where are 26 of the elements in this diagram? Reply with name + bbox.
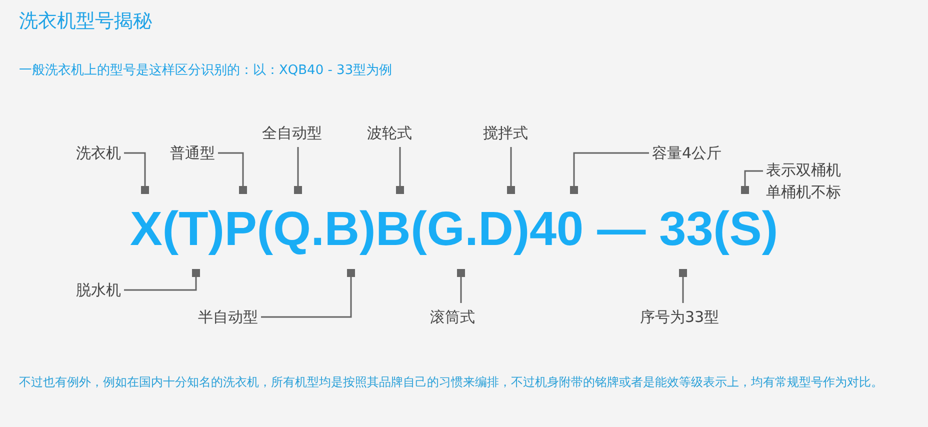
- annotation-text: 容量4公斤: [652, 142, 722, 164]
- footnote: 不过也有例外，例如在国内十分知名的洗衣机，所有机型均是按照其品牌自己的习惯来编排，不过机身附带的铭牌或者是能效等级表示上，均有常规型号作为对比。: [19, 374, 884, 391]
- annotation-text: 全自动型: [262, 122, 322, 144]
- leader-line: [457, 269, 465, 303]
- leader-line: [294, 147, 302, 194]
- annotation-text: 搅拌式: [483, 122, 528, 144]
- annotation-text: 滚筒式: [430, 306, 475, 328]
- title: 洗衣机型号揭秘: [19, 9, 152, 34]
- leader-line: [124, 152, 149, 194]
- leader-line: [570, 152, 649, 194]
- annotation-text: 普通型: [170, 142, 215, 164]
- annotation-text: 表示双桶机单桶机不标: [766, 159, 846, 203]
- leader-line: [741, 170, 763, 194]
- annotation-text: 洗衣机: [76, 142, 121, 164]
- annotation-text: 半自动型: [198, 306, 258, 328]
- model-code: X(T)P(Q.B)B(G.D)40 — 33(S): [130, 200, 778, 260]
- annotation-text: 脱水机: [76, 279, 121, 301]
- leader-line: [218, 152, 247, 194]
- subtitle: 一般洗衣机上的型号是这样区分识别的：以：XQB40 - 33型为例: [19, 62, 392, 79]
- leader-line: [679, 269, 687, 303]
- leader-line: [124, 269, 200, 291]
- leader-line: [261, 269, 355, 318]
- annotation-text: 序号为33型: [640, 306, 720, 328]
- leader-line: [396, 147, 404, 194]
- annotation-text: 波轮式: [367, 122, 412, 144]
- leader-line: [507, 147, 515, 194]
